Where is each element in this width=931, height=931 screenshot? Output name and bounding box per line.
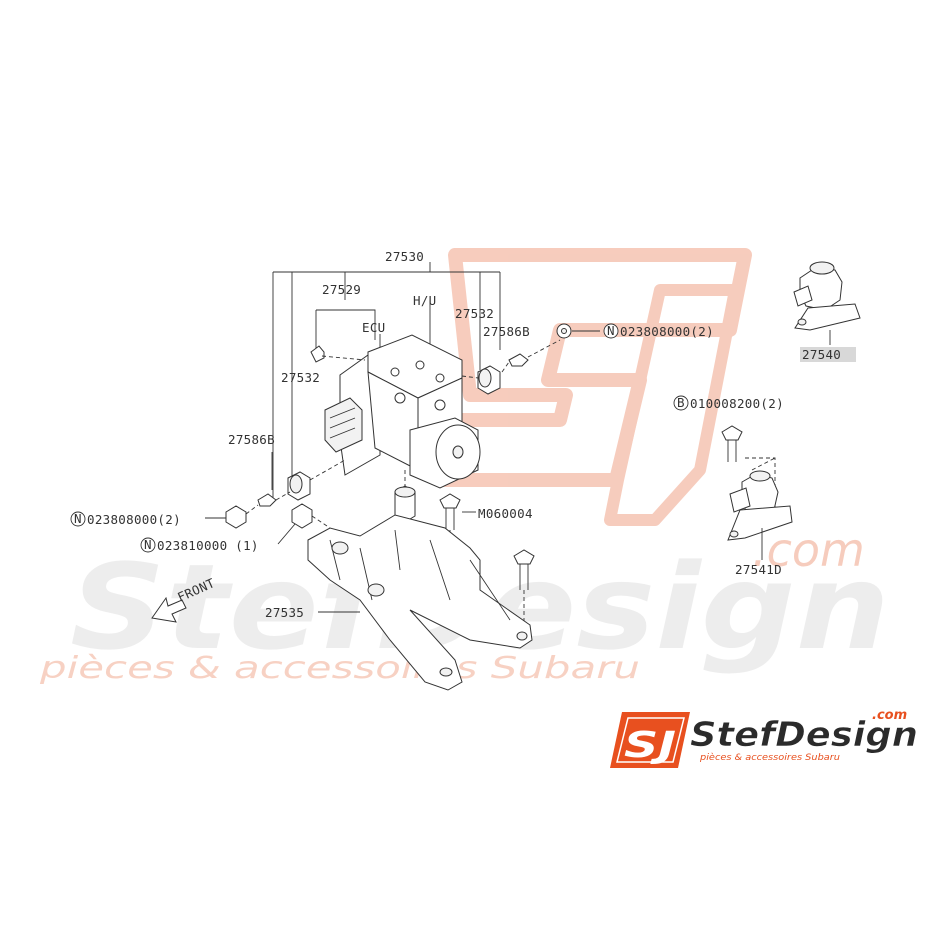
watermark-sj-mark (438, 248, 752, 526)
label-n-left: 023808000(2) (87, 512, 181, 527)
label-ecu: ECU (362, 320, 385, 335)
logo-mark-bg (610, 712, 690, 768)
callout-n-left2: N 023810000 (1) (140, 537, 259, 553)
logo-mark: SJ (624, 725, 676, 766)
label-27540-highlight (800, 347, 856, 362)
circle-letter-n-left: N (74, 511, 82, 526)
label-27532-right: 27532 (455, 306, 494, 321)
label-n-right: 023808000(2) (620, 324, 714, 339)
label-27535: 27535 (265, 605, 304, 620)
label-m060004: M060004 (478, 506, 533, 521)
label-27532-left: 27532 (281, 370, 320, 385)
callout-n-left: N 023808000(2) (70, 511, 181, 527)
label-27540: 27540 (802, 347, 841, 362)
logo-tagline: pièces & accessoires Subaru (699, 752, 840, 763)
label-27530: 27530 (385, 249, 424, 264)
part-labels: 27530 27529 H/U ECU 27532 27586B 27532 2… (70, 249, 856, 620)
abs-hydraulic-unit (324, 334, 481, 489)
circle-letter-n-left2: N (144, 537, 152, 552)
label-27586b-left: 27586B (228, 432, 275, 447)
logo-brand: StefDesign (690, 715, 918, 755)
watermark-tagline: pièces & accessoires Subaru (39, 651, 640, 686)
logo-domain: .com (872, 708, 907, 723)
label-hu: H/U (413, 293, 436, 308)
label-27529: 27529 (322, 282, 361, 297)
callout-n-right: N 023808000(2) (603, 323, 714, 339)
callout-b-bolt: B 010008200(2) (673, 395, 784, 411)
label-n-left2: 023810000 (1) (157, 538, 259, 553)
circle-letter-n-right: N (607, 323, 615, 338)
circle-letter-b-bolt: B (677, 395, 685, 410)
label-27541d: 27541D (735, 562, 782, 577)
watermark-domain: .com (752, 523, 865, 577)
label-b-bolt: 010008200(2) (690, 396, 784, 411)
abs-bracket-27535 (307, 514, 533, 691)
hardware (205, 323, 600, 640)
stefdesign-logo: SJ StefDesign .com pièces & accessoires … (610, 708, 918, 768)
sensor-27541d (721, 425, 793, 560)
sensor-27540 (793, 261, 861, 345)
assembly-bracket-lines (271, 262, 501, 502)
label-27586b-right: 27586B (483, 324, 530, 339)
